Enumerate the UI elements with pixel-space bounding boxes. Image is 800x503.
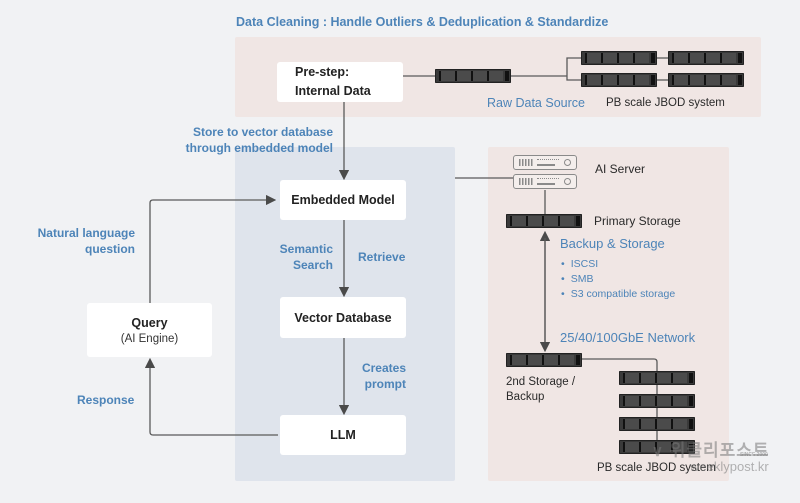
response-label: Response (77, 393, 135, 407)
jbod-unit-icon (619, 440, 695, 454)
prestep-internal-data-box: Pre-step: Internal Data (277, 62, 403, 102)
query-title: Query (131, 315, 168, 330)
diagram-title: Data Cleaning : Handle Outliers & Dedupl… (236, 15, 609, 29)
jbod-unit-icon (581, 73, 657, 87)
backup-storage-title: Backup & Storage (560, 236, 665, 251)
primary-storage-label: Primary Storage (594, 214, 681, 228)
jbod-unit-icon (668, 51, 744, 65)
llm-box: LLM (280, 415, 406, 455)
backup-item: S3 compatible storage (561, 287, 675, 302)
bottom-jbod-label: PB scale JBOD system (597, 462, 716, 474)
semantic-search-label: Semantic Search (260, 241, 333, 273)
backup-item: ISCSI (561, 257, 675, 272)
secondary-line1: 2nd Storage / (506, 376, 576, 388)
jbod-unit-icon (619, 371, 695, 385)
store-label-line2: through embedded model (185, 141, 333, 155)
backup-protocol-list: ISCSI SMB S3 compatible storage (561, 257, 675, 302)
raw-data-source-label: Raw Data Source (487, 96, 585, 110)
query-ai-engine-box: Query (AI Engine) (87, 303, 212, 357)
prestep-line1: Pre-step: (295, 65, 350, 79)
vector-database-box: Vector Database (280, 297, 406, 338)
arrow-query-embedded (149, 194, 277, 303)
query-subtitle: (AI Engine) (120, 332, 179, 345)
ai-server-icon (513, 155, 577, 170)
natural-line1: Natural language (37, 226, 135, 240)
raw-data-nas-icon (435, 69, 511, 83)
network-label: 25/40/100GbE Network (560, 330, 696, 345)
arrow-llm-query (144, 357, 278, 436)
line-secondary-jbod (582, 358, 658, 447)
prestep-line2: Internal Data (295, 84, 371, 98)
secondary-storage-label: 2nd Storage / Backup (506, 375, 575, 405)
primary-storage-icon (506, 214, 582, 228)
jbod-unit-icon (619, 417, 695, 431)
store-label-line1: Store to vector database (192, 125, 333, 139)
top-jbod-label: PB scale JBOD system (606, 97, 725, 109)
watermark-since: SINCE 2000 (740, 452, 768, 458)
creates-line2: prompt (364, 377, 406, 391)
watermark-site: weeklypost.kr (690, 459, 769, 474)
watermark-logo: ∨ 위클리포스트 (652, 436, 770, 461)
watermark-chevron-icon: ∨ (652, 443, 664, 460)
store-to-vector-label: Store to vector database through embedde… (150, 124, 333, 156)
watermark-korean: 위클리포스트 (669, 441, 770, 460)
secondary-line2: Backup (506, 391, 545, 403)
jbod-unit-icon (581, 51, 657, 65)
creates-line1: Creates (361, 361, 406, 375)
natural-language-question-label: Natural language question (20, 225, 135, 257)
retrieve-label: Retrieve (358, 250, 406, 264)
semantic-line2: Search (292, 258, 333, 272)
line-raw-jbod (511, 57, 581, 81)
natural-line2: question (85, 242, 135, 256)
creates-prompt-label: Creates prompt (340, 360, 406, 392)
backup-item: SMB (561, 272, 675, 287)
jbod-unit-icon (619, 394, 695, 408)
secondary-storage-icon (506, 353, 582, 367)
jbod-unit-icon (668, 73, 744, 87)
semantic-line1: Semantic (279, 242, 333, 256)
embedded-model-box: Embedded Model (280, 180, 406, 220)
ai-server-icon (513, 174, 577, 189)
ai-server-label: AI Server (595, 162, 646, 176)
